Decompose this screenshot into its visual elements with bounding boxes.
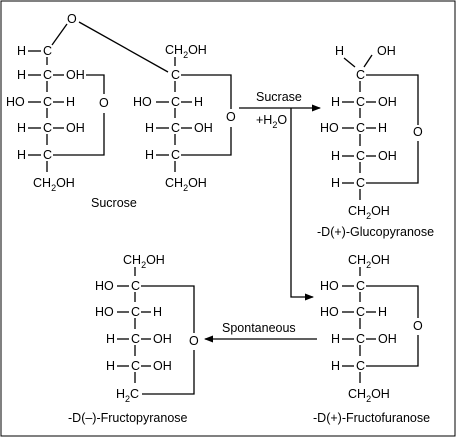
caption-sucrose: Sucrose: [91, 196, 137, 210]
atom-label: H: [331, 95, 340, 109]
atom-label: HO: [95, 305, 114, 319]
atom-label: OH: [66, 121, 85, 135]
atom-label: H: [331, 332, 340, 346]
atom-label: H: [145, 148, 154, 162]
sucrose-fructose-unit: CH2OH C HO C H H C OH H C CH2OH O: [133, 43, 236, 193]
glycosidic-oxygen: O: [67, 12, 77, 26]
atom-label: H: [378, 121, 387, 135]
atom-label: C: [131, 332, 140, 346]
ring-oxygen: O: [226, 110, 236, 124]
atom-label: H: [331, 359, 340, 373]
atom-label: H: [17, 148, 26, 162]
ring-oxygen: O: [189, 334, 199, 348]
atom-label: HO: [6, 95, 25, 109]
atom-label: C: [131, 305, 140, 319]
atom-label: OH: [194, 121, 213, 135]
atom-label: CH2OH: [348, 253, 390, 270]
atom-label: H: [194, 95, 203, 109]
atom-label: H: [331, 149, 340, 163]
atom-label: C: [171, 148, 180, 162]
atom-label: HO: [320, 121, 339, 135]
atom-label: C: [356, 176, 365, 190]
ring-oxygen: O: [413, 125, 423, 139]
atom-label: CH2OH: [33, 176, 75, 193]
atom-label: CH2OH: [348, 387, 390, 404]
atom-label: C: [43, 95, 52, 109]
atom-label: OH: [378, 95, 397, 109]
atom-label: HO: [133, 95, 152, 109]
atom-label: CH2OH: [165, 43, 207, 60]
atom-label: C: [356, 121, 365, 135]
atom-label: H: [335, 44, 344, 58]
atom-label: H: [153, 305, 162, 319]
atom-label: OH: [153, 332, 172, 346]
atom-label: C: [43, 68, 52, 82]
atom-label: C: [131, 279, 140, 293]
atom-label: H: [106, 359, 115, 373]
spontaneous-arrow: Spontaneous: [204, 321, 317, 343]
caption-glucopyranose: -D(+)-Glucopyranose: [317, 225, 434, 239]
atom-label: OH: [66, 68, 85, 82]
atom-label: HO: [320, 305, 339, 319]
ring-oxygen: O: [413, 319, 423, 333]
atom-label: C: [171, 95, 180, 109]
atom-label: C: [43, 148, 52, 162]
atom-label: C: [356, 149, 365, 163]
atom-label: OH: [378, 149, 397, 163]
glucopyranose-structure: H OH C H C OH HO C H H C OH H C CH2OH O: [320, 44, 423, 221]
atom-label: H: [66, 95, 75, 109]
atom-label: C: [356, 305, 365, 319]
atom-label: OH: [377, 44, 396, 58]
atom-label: C: [171, 68, 180, 82]
atom-label: OH: [153, 359, 172, 373]
atom-label: C: [356, 279, 365, 293]
atom-label: C: [356, 68, 365, 82]
atom-label: C: [43, 44, 52, 58]
atom-label: OH: [378, 332, 397, 346]
atom-label: H: [106, 332, 115, 346]
atom-label: HO: [320, 279, 339, 293]
atom-label: CH2OH: [348, 204, 390, 221]
atom-label: C: [356, 359, 365, 373]
atom-label: H: [17, 121, 26, 135]
atom-label: H2C: [116, 387, 139, 404]
atom-label: HO: [95, 279, 114, 293]
ring-oxygen: O: [99, 96, 109, 110]
atom-label: C: [131, 359, 140, 373]
atom-label: C: [356, 95, 365, 109]
arrow-label-sucrase: Sucrase: [256, 90, 302, 104]
sucrose-glucose-unit: H C H C OH HO C H H C OH H C CH2OH O O: [6, 12, 169, 193]
fructofuranose-structure: CH2OH HO C HO C H H C OH H C CH2OH O: [320, 253, 423, 404]
atom-label: CH2OH: [123, 253, 165, 270]
atom-label: CH2OH: [165, 176, 207, 193]
fructopyranose-structure: CH2OH HO C HO C H H C OH H C OH H2C O: [95, 253, 199, 404]
atom-label: C: [43, 121, 52, 135]
atom-label: C: [356, 332, 365, 346]
atom-label: H: [145, 121, 154, 135]
caption-fructofuranose: -D(+)-Fructofuranose: [313, 411, 430, 425]
atom-label: H: [331, 176, 340, 190]
atom-label: H: [378, 305, 387, 319]
atom-label: H: [17, 68, 26, 82]
hydrolysis-arrow: Sucrase +H2O: [239, 90, 321, 301]
caption-fructopyranose: -D(–)-Fructopyranose: [68, 411, 188, 425]
atom-label: C: [171, 121, 180, 135]
arrow-label-spontaneous: Spontaneous: [222, 321, 296, 335]
arrow-label-water: +H2O: [256, 113, 287, 130]
atom-label: H: [17, 44, 26, 58]
